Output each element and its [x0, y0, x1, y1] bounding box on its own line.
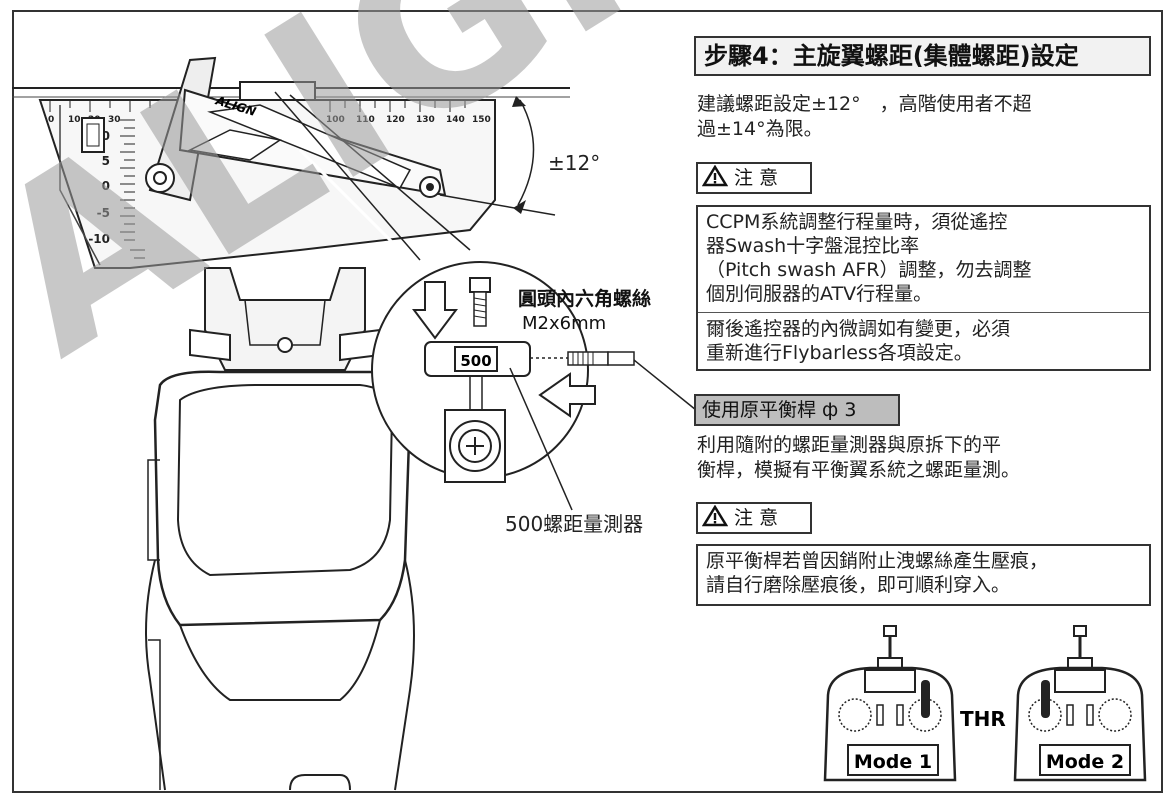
angle-label: ±12° — [548, 151, 600, 175]
gauge-number: 500 — [460, 352, 491, 370]
caution-line: 器Swash十字盤混控比率 — [706, 235, 920, 257]
scale-tick-label: 120 — [386, 115, 405, 125]
scale-tick-label: -5 — [97, 206, 110, 220]
warning-triangle-icon — [702, 165, 728, 187]
gauge-usage-line: 利用隨附的螺距量測器與原拆下的平 — [697, 434, 1002, 456]
caution-header-1: 注 意 — [696, 162, 812, 194]
scale-tick-label: 110 — [356, 115, 375, 125]
caution-line: 請自行磨除壓痕後，即可順利穿入。 — [706, 574, 1011, 596]
flybar-caution-box: 原平衡桿若曾因銷附止洩螺絲產生壓痕， 請自行磨除壓痕後，即可順利穿入。 — [696, 544, 1151, 606]
gauge-caption: 500螺距量測器 — [505, 512, 643, 536]
caution-line: 重新進行Flybarless各項設定。 — [706, 342, 973, 364]
screw-size-label: M2x6mm — [522, 313, 606, 334]
scale-tick-label: 100 — [326, 115, 345, 125]
warning-triangle-icon — [702, 505, 728, 527]
pitch-recommendation-line: 建議螺距設定±12° ，高階使用者不超 — [697, 93, 1032, 115]
step-title: 步驟4：主旋翼螺距(集體螺距)設定 — [694, 36, 1151, 76]
scale-tick-label: 130 — [416, 115, 435, 125]
scale-tick-label: 0 — [48, 115, 54, 125]
divider — [698, 312, 1149, 313]
scale-tick-label: 5 — [102, 154, 110, 168]
scale-tick-label: 30 — [108, 115, 121, 125]
ccpm-caution-box: CCPM系統調整行程量時，須從遙控 器Swash十字盤混控比率 （Pitch s… — [696, 205, 1151, 371]
scale-tick-label: 0 — [102, 179, 110, 193]
caution-line: 原平衡桿若曾因銷附止洩螺絲產生壓痕， — [706, 550, 1049, 572]
scale-tick-label: 10 — [68, 115, 81, 125]
screw-label: 圓頭內六角螺絲 — [518, 287, 651, 310]
scale-tick-label: -10 — [88, 232, 110, 246]
caution-line: 個別伺服器的ATV行程量。 — [706, 283, 933, 305]
scale-tick-label: 150 — [472, 115, 491, 125]
page-frame — [12, 10, 1163, 793]
caution-header-2: 注 意 — [696, 502, 812, 534]
caution-line: （Pitch swash AFR）調整，勿去調整 — [706, 259, 1032, 281]
scale-tick-label: 140 — [446, 115, 465, 125]
caution-label: 注 意 — [734, 167, 779, 189]
caution-line: CCPM系統調整行程量時，須從遙控 — [706, 211, 1008, 233]
flybar-label: 使用原平衡桿 ф 3 — [694, 394, 900, 426]
caution-label: 注 意 — [734, 507, 779, 529]
gauge-usage: 利用隨附的螺距量測器與原拆下的平 衡桿，模擬有平衡翼系統之螺距量測。 — [697, 433, 1020, 483]
pitch-recommendation: 建議螺距設定±12° ，高階使用者不超 過±14°為限。 — [697, 92, 1032, 142]
caution-line: 爾後遙控器的內微調如有變更，必須 — [706, 318, 1011, 340]
gauge-usage-line: 衡桿，模擬有平衡翼系統之螺距量測。 — [697, 459, 1021, 481]
pitch-recommendation-line: 過±14°為限。 — [697, 118, 823, 140]
